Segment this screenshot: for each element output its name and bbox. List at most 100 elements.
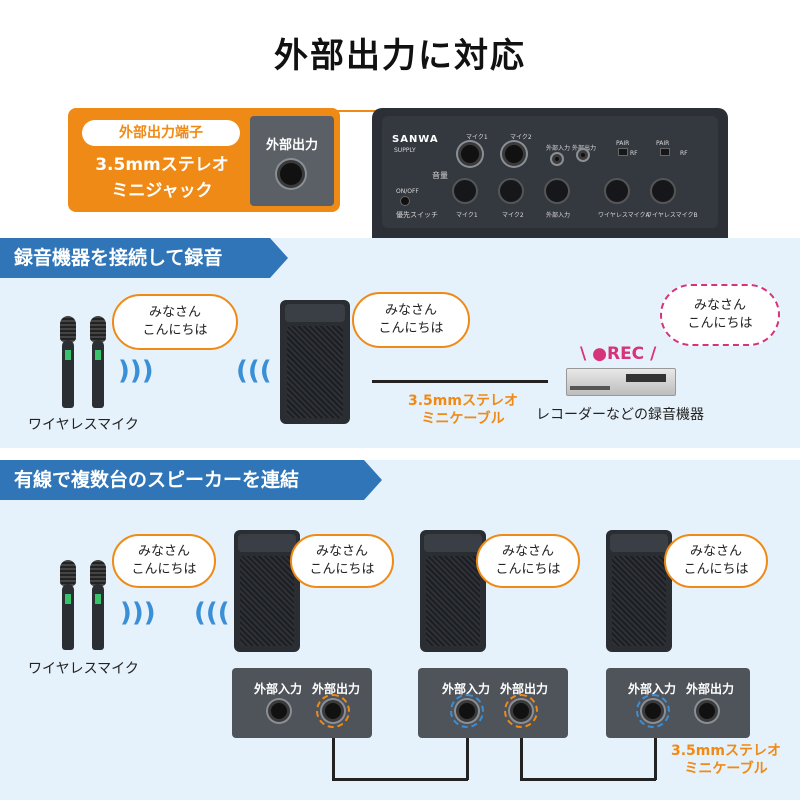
audio-cable <box>332 778 468 781</box>
recorder-speech-bubble: みなさんこんにちは <box>660 284 780 346</box>
speech-bubble: みなさんこんにちは <box>352 292 470 348</box>
ext-out-jack-icon <box>578 150 588 160</box>
knob-label-wireless-b: ワイヤレスマイクB <box>646 212 698 219</box>
ext-out-jack-icon <box>510 700 532 722</box>
panel-label-out: 外部出力 <box>312 682 361 696</box>
speaker-control-panel <box>424 534 482 552</box>
callout-tag: 外部出力端子 <box>82 120 240 146</box>
speaker-grill <box>240 556 294 646</box>
mic-display <box>95 594 101 604</box>
output-highlight-ring <box>504 694 538 728</box>
mic2-volume-knob[interactable] <box>498 178 524 204</box>
mic-head-icon <box>60 560 76 586</box>
brand-sub: SUPPLY <box>394 147 416 154</box>
label-mic2: マイク2 <box>510 134 532 141</box>
knob-label-wireless-a: ワイヤレスマイクA <box>598 212 650 219</box>
speaker-control-panel <box>610 534 668 552</box>
bubble-line: みなさん <box>693 298 746 313</box>
bubble-line: こんにちは <box>131 562 197 577</box>
wireless-signal-icon: ))) <box>194 598 230 628</box>
bubble-line: みなさん <box>148 305 201 320</box>
speech-bubble: みなさんこんにちは <box>664 534 768 588</box>
mic-head-icon <box>60 316 76 342</box>
ext-out-jack-icon <box>322 700 344 722</box>
audio-cable <box>372 380 548 383</box>
pair-b-button[interactable] <box>660 148 670 156</box>
input-highlight-ring <box>450 694 484 728</box>
ext-in-jack-icon <box>456 700 478 722</box>
jack-panel-label: 外部出力 <box>265 138 318 153</box>
wireless-signal-icon: ))) <box>118 356 154 386</box>
bubble-line: こんにちは <box>309 562 375 577</box>
cable-label: 3.5mmステレオ ミニケーブル <box>398 392 528 428</box>
recorder-device-icon <box>566 368 676 396</box>
speech-bubble: みなさんこんにちは <box>290 534 394 588</box>
output-highlight-ring <box>316 694 350 728</box>
speaker-grill <box>612 556 666 646</box>
label-ext-out: 外部出力 <box>572 145 597 152</box>
knob-label-ext-in: 外部入力 <box>546 212 571 219</box>
callout-text: 3.5mmステレオ ミニジャック <box>72 152 252 204</box>
ext-in-volume-knob[interactable] <box>544 178 570 204</box>
callout-line1: 3.5mmステレオ <box>95 155 229 175</box>
ext-in-jack-icon <box>642 700 664 722</box>
audio-cable <box>520 738 523 780</box>
panel-label-out: 外部出力 <box>500 682 549 696</box>
mixer-panel-face <box>382 116 718 228</box>
bubble-line: みなさん <box>689 544 742 559</box>
wireless-signal-icon: ))) <box>236 356 272 386</box>
recorder-tray <box>570 386 610 390</box>
bubble-line: みなさん <box>501 544 554 559</box>
priority-switch[interactable] <box>400 196 410 206</box>
bubble-line: こんにちは <box>687 316 753 331</box>
bubble-line: こんにちは <box>378 321 444 336</box>
mic-label: ワイヤレスマイク <box>28 417 139 433</box>
audio-cable <box>520 778 656 781</box>
jack-panel-3 <box>606 668 750 738</box>
knob-label-mic2: マイク2 <box>502 212 524 219</box>
page-title: 外部出力に対応 <box>274 36 526 76</box>
label-priority: 優先スイッチ <box>396 211 438 219</box>
panel-label-in: 外部入力 <box>628 682 677 696</box>
ext-in-jack-icon <box>268 700 290 722</box>
label-rf-b: RF <box>680 150 688 157</box>
bubble-line: みなさん <box>384 303 437 318</box>
label-volume: 音量 <box>432 171 448 180</box>
panel-label-out: 外部出力 <box>686 682 735 696</box>
mic-display <box>65 594 71 604</box>
mic-head-icon <box>90 316 106 342</box>
ext-in-jack-icon <box>552 154 562 164</box>
wireless-b-volume-knob[interactable] <box>650 178 676 204</box>
bubble-line: こんにちは <box>683 562 749 577</box>
section1-header: 録音機器を接続して録音 <box>0 238 288 278</box>
recorder-label: レコーダーなどの録音機器 <box>536 407 704 423</box>
label-pair-a: PAIR <box>616 140 630 147</box>
section2-header: 有線で複数台のスピーカーを連結 <box>0 460 382 500</box>
recorder-display <box>626 374 666 382</box>
label-ext-in: 外部入力 <box>546 145 571 152</box>
wireless-a-volume-knob[interactable] <box>604 178 630 204</box>
mic1-volume-knob[interactable] <box>452 178 478 204</box>
wireless-signal-icon: ))) <box>120 598 156 628</box>
output-jack-icon <box>277 160 305 188</box>
speaker-control-panel <box>285 304 345 322</box>
knob-label-mic1: マイク1 <box>456 212 478 219</box>
rec-indicator: \ ●REC / <box>580 344 657 364</box>
audio-cable <box>466 738 469 780</box>
audio-cable <box>654 738 657 780</box>
speech-bubble: みなさんこんにちは <box>112 294 238 350</box>
pair-a-button[interactable] <box>618 148 628 156</box>
brand-logo: SANWA <box>392 134 439 145</box>
cable-label-line: ミニケーブル <box>421 411 505 427</box>
cable-label-line: ミニケーブル <box>684 761 768 777</box>
jack-panel-2 <box>418 668 568 738</box>
speaker-grill <box>426 556 480 646</box>
bubble-line: みなさん <box>137 544 190 559</box>
input-highlight-ring <box>636 694 670 728</box>
panel-label-in: 外部入力 <box>254 682 303 696</box>
speech-bubble: みなさんこんにちは <box>476 534 580 588</box>
speech-bubble: みなさんこんにちは <box>112 534 216 588</box>
callout-line2: ミニジャック <box>111 181 213 201</box>
jack-panel-1 <box>232 668 372 738</box>
audio-cable <box>332 738 335 780</box>
